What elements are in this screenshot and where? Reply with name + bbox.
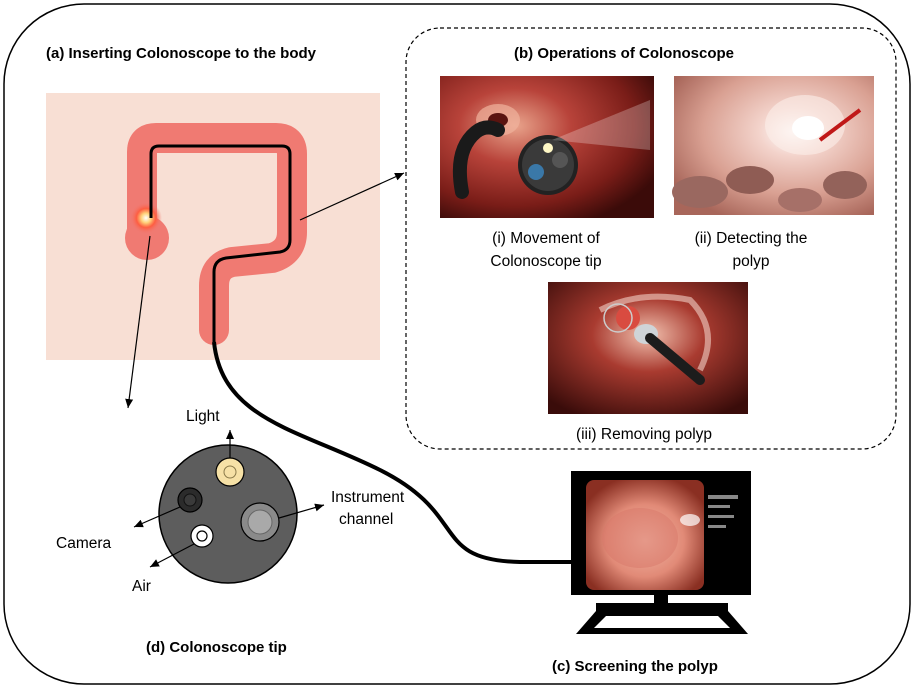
op-ii-line1: (ii) Detecting the xyxy=(695,230,808,247)
op-iii-label: (iii) Removing polyp xyxy=(576,426,712,443)
monitor-screen xyxy=(571,471,751,634)
panel-c-title: (c) Screening the polyp xyxy=(552,658,718,675)
op-i-line2: Colonoscope tip xyxy=(490,253,601,270)
air-label: Air xyxy=(132,578,151,595)
colonoscope-tip xyxy=(159,445,297,583)
panel-a-title: (a) Inserting Colonoscope to the body xyxy=(46,45,317,62)
removing-polyp-image xyxy=(548,282,748,414)
panel-d-title: (d) Colonoscope tip xyxy=(146,639,287,656)
detecting-polyp-image xyxy=(672,76,874,215)
instrument-label-line2: channel xyxy=(339,511,393,528)
panel-b-title: (b) Operations of Colonoscope xyxy=(514,45,734,62)
instrument-label-line1: Instrument xyxy=(331,489,405,506)
op-i-line1: (i) Movement of xyxy=(492,230,600,247)
movement-tip-image xyxy=(440,76,654,218)
op-ii-line2: polyp xyxy=(732,253,769,270)
light-label: Light xyxy=(186,408,220,425)
camera-label: Camera xyxy=(56,535,112,552)
